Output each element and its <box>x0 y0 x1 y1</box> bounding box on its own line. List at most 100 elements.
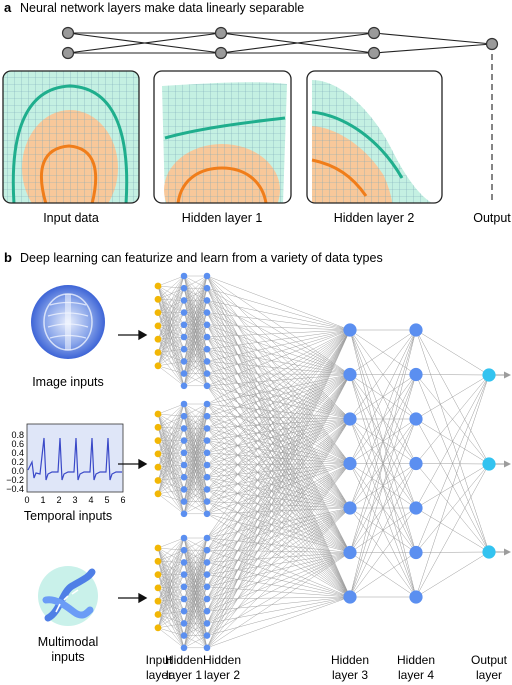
network-edge <box>206 463 351 551</box>
x-tick: 6 <box>120 495 125 505</box>
input-layer-label-2: layer <box>146 668 172 682</box>
network-edge <box>157 574 185 589</box>
network-edge <box>206 329 351 362</box>
network-edge <box>157 312 185 350</box>
network-edge <box>157 403 185 441</box>
network-edge <box>157 627 185 636</box>
network-edge <box>157 288 185 300</box>
input-node <box>154 335 162 343</box>
hidden-layer-2-label-2: layer 2 <box>204 668 240 682</box>
network-edge <box>157 416 185 455</box>
network-edge <box>183 501 208 514</box>
network-edge <box>206 374 351 575</box>
hidden-layer-1-node <box>180 358 188 365</box>
network-edge <box>206 586 351 598</box>
network-edge <box>415 463 490 598</box>
network-edge <box>157 550 185 575</box>
network-edge <box>157 537 185 575</box>
network-edge <box>183 537 208 575</box>
network-edge <box>206 373 351 420</box>
network-edge <box>206 288 351 464</box>
network-edge <box>206 329 351 441</box>
network-edge <box>206 288 351 598</box>
network-edge <box>157 285 185 301</box>
hidden-layer-1-node <box>180 437 188 444</box>
network-edge <box>206 418 351 587</box>
network-edge <box>206 300 351 598</box>
network-edge <box>157 299 185 386</box>
network-edge <box>183 403 208 466</box>
network-edge <box>157 312 185 327</box>
network-edge <box>157 312 185 338</box>
hidden-layer-4-label-2: layer 4 <box>398 668 434 682</box>
network-edge <box>183 586 208 648</box>
network-edge <box>206 361 351 553</box>
network-edge <box>183 489 208 514</box>
network-edge <box>157 614 185 648</box>
network-edge <box>349 329 417 420</box>
network-edge <box>157 312 185 340</box>
network-edge <box>183 537 208 600</box>
network-edge <box>157 285 185 325</box>
network-edge <box>206 374 351 624</box>
network-edge <box>206 507 351 575</box>
hidden-layer-1-label: Hidden layer 1 <box>182 211 263 225</box>
network-edge <box>157 453 185 514</box>
network-edge <box>206 329 351 636</box>
network-edge <box>183 477 208 514</box>
hidden-layer-4-label-1: Hidden <box>397 653 435 667</box>
network-edge <box>157 614 185 636</box>
network-edge <box>206 300 351 375</box>
network-edge <box>157 352 185 362</box>
network-edge <box>157 467 185 490</box>
hidden-layer-2-node <box>203 297 211 304</box>
layer-labels: Input layer Hidden layer 1 Hidden layer … <box>146 653 508 682</box>
hidden-layer-3-node <box>343 501 357 515</box>
input-node <box>154 437 162 444</box>
image-input-icon <box>31 285 105 359</box>
hidden-layer-3-node <box>343 545 357 560</box>
network-edge <box>183 275 208 325</box>
network-edge <box>206 552 351 588</box>
network-edge <box>157 601 185 636</box>
hidden-layer-2-node <box>203 559 211 566</box>
hidden-layer-2-node <box>203 473 211 481</box>
network-edge <box>157 312 185 386</box>
network-edge <box>206 329 351 551</box>
network-edge <box>206 324 351 420</box>
output-node <box>482 457 496 471</box>
y-tick: 0.4 <box>11 448 24 458</box>
network-edge <box>157 325 185 374</box>
network-edge <box>157 428 185 468</box>
network-edge <box>206 385 351 464</box>
network-edge <box>206 373 351 375</box>
network-edge <box>206 463 351 648</box>
mini-node <box>367 26 381 40</box>
network-edge <box>157 352 185 386</box>
network-edge <box>415 374 490 598</box>
hidden-layer-1-node <box>180 425 188 432</box>
panel-a-labels: Input data Hidden layer 1 Hidden layer 2… <box>43 211 511 225</box>
input-data-label: Input data <box>43 211 99 225</box>
network-edge <box>206 288 351 375</box>
network-edge <box>157 480 185 502</box>
network-edge <box>206 374 351 612</box>
network-edge <box>157 413 185 441</box>
network-edge <box>157 537 185 628</box>
input-node <box>154 295 162 303</box>
network-edge <box>183 635 208 648</box>
network-edge <box>206 463 351 587</box>
network-edge <box>157 285 185 289</box>
network-edge <box>415 374 490 509</box>
network-edge <box>157 464 185 468</box>
mini-node <box>214 46 228 60</box>
hidden-layer-2-node <box>203 382 211 390</box>
hidden-layer-1-node <box>180 297 188 304</box>
network-edge <box>206 329 351 405</box>
input-node <box>154 584 162 592</box>
hidden-layer-4-node <box>409 456 423 471</box>
network-edge <box>157 275 185 313</box>
network-edge <box>157 413 185 417</box>
network-edge <box>206 418 351 502</box>
network-edge <box>157 480 185 490</box>
